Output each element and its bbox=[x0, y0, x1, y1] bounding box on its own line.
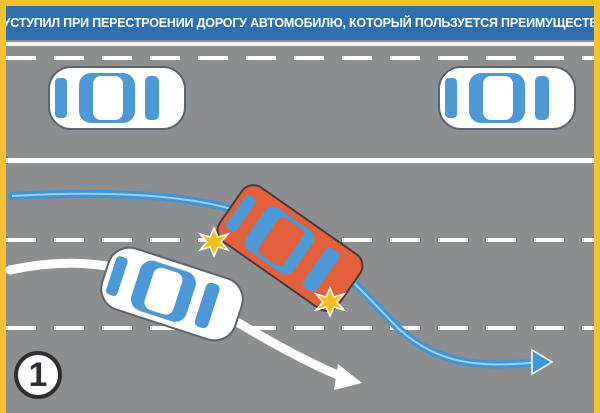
red-car-icon bbox=[216, 184, 364, 312]
impact-star-icon bbox=[313, 286, 347, 318]
impact-star-icon bbox=[197, 226, 231, 258]
white-car-icon bbox=[48, 66, 186, 130]
white-car-icon bbox=[438, 66, 576, 130]
road-scene bbox=[5, 40, 594, 413]
solid-line-middle bbox=[6, 158, 594, 163]
illustration-title: «НЕ УСТУПИЛ ПРИ ПЕРЕСТРОЕНИИ ДОРОГУ АВТО… bbox=[6, 6, 594, 40]
white-car-icon bbox=[100, 246, 244, 342]
scenario-number-badge: 1 bbox=[14, 351, 62, 399]
solid-line-upper bbox=[6, 42, 594, 46]
